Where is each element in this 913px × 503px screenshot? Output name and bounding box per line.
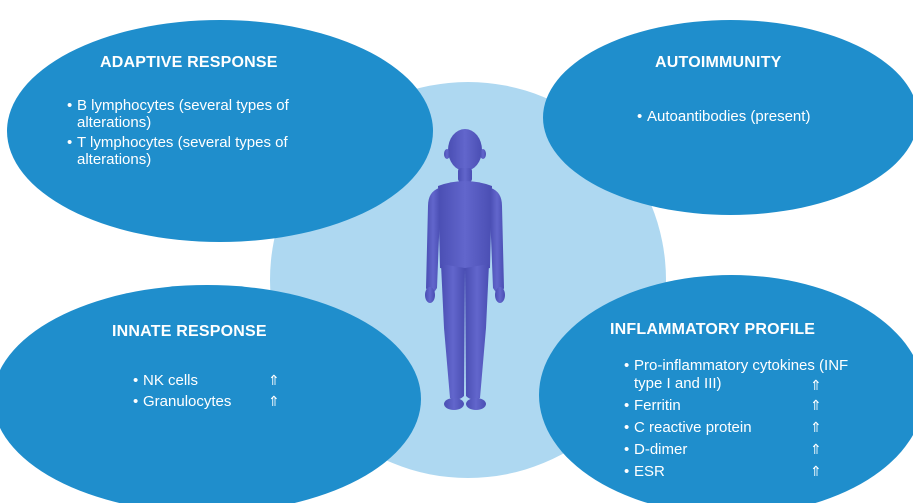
adaptive-response-title: ADAPTIVE RESPONSE [100,54,278,71]
list-item: • ESR ⇑ [624,463,874,485]
inflammatory-profile-title: INFLAMMATORY PROFILE [610,321,816,338]
list-item: • Granulocytes ⇑ [133,393,303,414]
list-item: • D-dimer ⇑ [624,441,874,463]
bullet: • [67,97,73,114]
list-item: • Pro-inflammatory cytokines (INF type I… [624,357,874,397]
bullet: • [624,463,630,480]
autoimmunity-list: • Autoantibodies (present) [637,108,877,125]
bullet: • [624,397,630,414]
innate-response-list: • NK cells ⇑ • Granulocytes ⇑ [133,372,303,414]
list-item: • Autoantibodies (present) [637,108,877,125]
double-up-arrow-icon: ⇑ [810,419,822,435]
list-item: • NK cells ⇑ [133,372,303,393]
list-item: • C reactive protein ⇑ [624,419,874,441]
list-item: • T lymphocytes (several types of altera… [67,134,357,168]
list-item: • Ferritin ⇑ [624,397,874,419]
inflammatory-profile-oval [539,275,913,503]
adaptive-item-t-lymphocytes: T lymphocytes (several types of alterati… [77,134,288,168]
double-up-arrow-icon: ⇑ [810,377,822,393]
double-up-arrow-icon: ⇑ [810,397,822,413]
list-item: • B lymphocytes (several types of altera… [67,97,357,131]
inflammatory-item-esr: ESR [634,463,665,480]
bullet: • [624,357,630,374]
inflammatory-item-d-dimer: D-dimer [634,441,688,458]
double-up-arrow-icon: ⇑ [810,441,822,457]
adaptive-item-b-lymphocytes: B lymphocytes (several types of alterati… [77,97,289,131]
human-figure-icon [425,129,505,410]
innate-item-nk-cells: NK cells [143,372,199,389]
inflammatory-item-ferritin: Ferritin [634,397,681,414]
bullet: • [624,419,630,436]
inflammatory-item-c-reactive-protein: C reactive protein [634,419,752,436]
adaptive-response-oval [7,20,433,242]
innate-response-title: INNATE RESPONSE [112,323,267,340]
innate-response-oval [0,285,421,503]
autoimmunity-oval [543,20,913,215]
double-up-arrow-icon: ⇑ [268,372,280,388]
bullet: • [133,372,139,389]
bullet: • [637,108,643,125]
autoimmunity-title: AUTOIMMUNITY [655,54,782,71]
bullet: • [133,393,139,410]
autoimmunity-item-autoantibodies: Autoantibodies (present) [647,108,811,125]
bullet: • [624,441,630,458]
inflammatory-profile-list: • Pro-inflammatory cytokines (INF type I… [624,357,874,485]
innate-item-granulocytes: Granulocytes [143,393,232,410]
inflammatory-item-cytokines: Pro-inflammatory cytokines (INF type I a… [634,357,849,392]
double-up-arrow-icon: ⇑ [268,393,280,409]
double-up-arrow-icon: ⇑ [810,463,822,479]
adaptive-response-list: • B lymphocytes (several types of altera… [67,97,357,171]
bullet: • [67,134,73,151]
